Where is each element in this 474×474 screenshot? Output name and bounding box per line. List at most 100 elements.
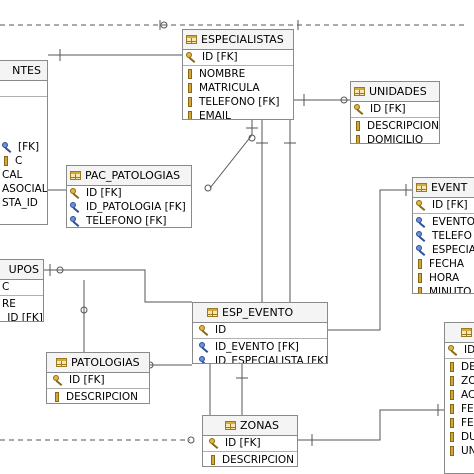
relation-especialistas-pac-patologias [209, 120, 253, 189]
field-label: TELEFO [432, 230, 472, 242]
fk-key-icon [70, 201, 81, 213]
entity-row: FE [445, 402, 474, 416]
key-separator [0, 295, 43, 296]
field-label: HORA [429, 272, 460, 284]
entity-pac-patologias[interactable]: PAC_PATOLOGIAS ID [FK] ID_PATOLOGIA [FK]… [66, 165, 192, 228]
entity-row: ID [FK] [351, 102, 439, 116]
entity-row: DESCRIPCION [47, 390, 149, 403]
field-label: ID_ESPECIALISTA [FK] [215, 355, 328, 364]
entity-right-bottom[interactable]: ID DE ZO AC FE FE DU UN [444, 322, 474, 474]
key-icon [199, 324, 210, 336]
entity-header: UNIDADES [351, 82, 439, 102]
field-label: ID [FK] [432, 199, 468, 211]
entity-patologias[interactable]: PATOLOGIAS ID [FK] DESCRIPCION [46, 352, 150, 404]
entity-unidades[interactable]: UNIDADES ID [FK] DESCRIPCION DOMICILIO [350, 81, 440, 144]
key-separator [413, 213, 474, 214]
entity-row: EVENTO [413, 215, 474, 229]
field-label: ESPECIA [432, 244, 474, 256]
relation-end-marker [248, 134, 256, 142]
entity-row: DOMICILIO [351, 133, 439, 143]
entity-zonas[interactable]: ZONAS ID [FK] DESCRIPCION [202, 415, 298, 467]
entity-title: ZONAS [240, 419, 279, 432]
table-icon [416, 183, 427, 192]
attribute-icon [450, 390, 454, 400]
relation-end-marker [80, 306, 88, 314]
entity-row: ID [193, 323, 327, 337]
field-label: C [15, 155, 23, 167]
table-icon [207, 308, 218, 317]
field-label: _ID [FK] [2, 312, 43, 322]
field-label: CAL [2, 169, 23, 181]
entity-row: ZO [445, 374, 474, 388]
field-label: ZO [461, 375, 474, 387]
field-label: ID [FK] [86, 187, 122, 199]
key-separator [445, 358, 474, 359]
entity-header: UPOS [0, 260, 43, 280]
entity-grupos[interactable]: UPOS C RE _ID [FK] [0, 259, 44, 322]
field-label: MATRICULA [199, 82, 260, 94]
entity-header: PATOLOGIAS [47, 353, 149, 373]
attribute-icon [356, 135, 360, 143]
entity-row: FECHA [413, 257, 474, 271]
attribute-icon [188, 97, 192, 107]
entity-header [445, 323, 474, 343]
entity-title: UNIDADES [369, 85, 427, 98]
entity-row: MINUTO [413, 285, 474, 293]
field-label: ID_EVENTO [FK] [215, 341, 299, 353]
key-icon [186, 51, 197, 63]
entity-row: STA_ID [0, 196, 47, 210]
fk-key-icon [416, 244, 427, 256]
entity-row: DU [445, 430, 474, 444]
key-icon [53, 374, 64, 386]
relation-end-marker [187, 436, 195, 444]
entity-title: ESPECIALISTAS [201, 33, 284, 46]
field-label: DE [461, 361, 474, 373]
fk-key-icon [416, 230, 427, 242]
entity-row: EMAIL [183, 109, 293, 119]
entity-row: DE [445, 360, 474, 374]
entity-row: HORA [413, 271, 474, 285]
key-icon [209, 437, 220, 449]
entity-header: ESPECIALISTAS [183, 30, 293, 50]
entity-header: NTES [0, 61, 47, 81]
key-separator [351, 117, 439, 118]
entity-eventos[interactable]: EVENT ID [FK] EVENTO TELEFO ESPECIA FECH… [412, 177, 474, 294]
field-label: ID_PATOLOGIA [FK] [86, 201, 186, 213]
table-icon [461, 328, 472, 337]
entity-row: C [0, 280, 43, 294]
entity-row: RE [0, 297, 43, 311]
entity-title: PAC_PATOLOGIAS [85, 169, 181, 182]
field-label: ID [FK] [69, 374, 105, 386]
entity-row: TELEFONO [FK] [67, 214, 191, 227]
key-icon [354, 103, 365, 115]
entity-especialistas[interactable]: ESPECIALISTAS ID [FK] NOMBRE MATRICULA T… [182, 29, 294, 120]
field-label: TELEFONO [FK] [86, 215, 167, 227]
attribute-icon [450, 432, 454, 442]
entity-title: UPOS [8, 263, 39, 276]
field-label: ID [FK] [202, 51, 238, 63]
relation-eventos-esp-evento [302, 189, 412, 331]
entity-row: [FK] [0, 140, 47, 154]
field-label: ID [FK] [370, 103, 406, 115]
table-icon [186, 35, 197, 44]
entity-pacientes[interactable]: NTES [FK] C CAL ASOCIAL STA_ID [0, 60, 48, 225]
attribute-icon [418, 259, 422, 269]
field-label: DESCRIPCION [222, 454, 294, 466]
entity-title: ESP_EVENTO [222, 306, 294, 319]
entity-row: C [0, 154, 47, 168]
relation-grupos-esp-evento [44, 269, 192, 303]
field-label: EVENTO [432, 216, 474, 228]
relation-end-marker [56, 266, 64, 274]
key-separator [183, 65, 293, 66]
entity-row: UN [445, 444, 474, 458]
field-label: DESCRIPCION [66, 391, 138, 403]
entity-row: ASOCIAL [0, 182, 47, 196]
entity-row: ID [445, 343, 474, 357]
entity-row: DESCRIPCION [351, 119, 439, 133]
field-label: UN [461, 445, 474, 457]
relation-zonas-right-table [298, 409, 444, 441]
fk-key-icon [416, 216, 427, 228]
entity-header: ESP_EVENTO [193, 303, 327, 323]
entity-row: ESPECIA [413, 243, 474, 257]
entity-esp-evento[interactable]: ESP_EVENTO ID ID_EVENTO [FK] ID_ESPECIAL… [192, 302, 328, 364]
